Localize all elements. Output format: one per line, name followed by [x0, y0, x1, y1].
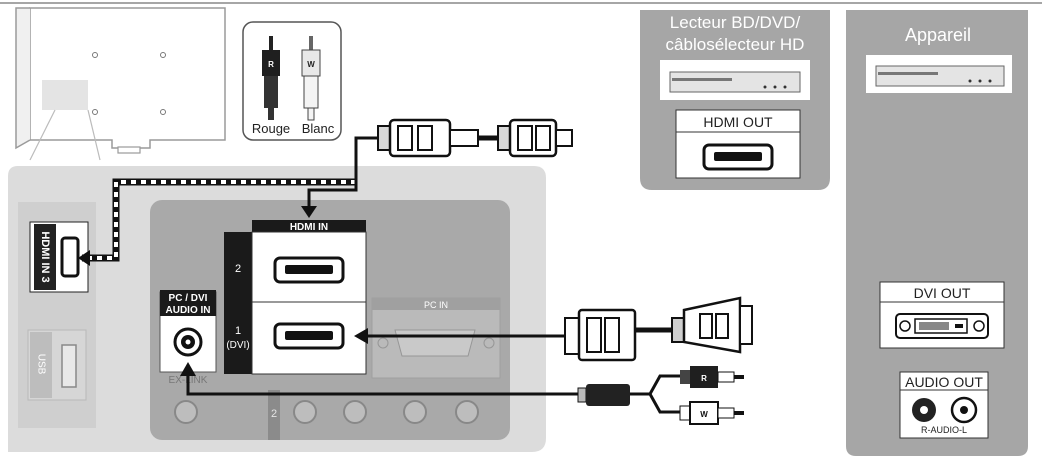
pc-in-port: [371, 297, 501, 379]
tv-back-panel: HDMI IN 3 USB HDMI IN 2 1 (DVI) PC IN: [8, 166, 546, 452]
dvi-out-label: DVI OUT: [914, 285, 971, 301]
bottom-num: 2: [271, 408, 277, 420]
dotted-cable: [78, 178, 356, 266]
audio-white-letter: W: [700, 410, 708, 419]
audio-out-sub: R-AUDIO-L: [921, 425, 967, 435]
red-label: Rouge: [252, 121, 290, 136]
dvd-player-icon: [660, 60, 810, 100]
appareil-title: Appareil: [905, 25, 971, 45]
appareil-player-icon: [866, 55, 1012, 93]
pc-dvi-label: PC / DVI: [169, 293, 208, 304]
port-1-sub: (DVI): [226, 340, 249, 351]
tv-port-area: [42, 80, 88, 110]
audio-red-letter: R: [701, 374, 707, 383]
pc-in-label: PC IN: [424, 300, 448, 310]
bd-title-line1: Lecteur BD/DVD/: [670, 13, 801, 32]
red-letter: R: [268, 60, 274, 69]
dvi-port-icon: [895, 313, 989, 339]
audio-cable: R W: [180, 362, 744, 425]
appareil-device: Appareil DVI OUT AUDIO OUT R-AUDIO: [846, 10, 1028, 456]
bd-dvd-device: Lecteur BD/DVD/ câblosélecteur HD HDMI O…: [640, 10, 830, 190]
hdmi-in-label: HDMI IN: [290, 222, 328, 233]
hdmi3-label: HDMI IN 3: [39, 231, 51, 282]
audio-out-label: AUDIO OUT: [905, 374, 983, 390]
tv-illustration: [15, 7, 226, 161]
white-letter: W: [307, 60, 315, 69]
port-2-label: 2: [235, 263, 241, 275]
hdmi-in-3-port: [29, 221, 89, 293]
bottom-jacks: [174, 400, 479, 424]
usb-port: [27, 329, 87, 401]
hdmi-cable: [301, 118, 573, 218]
hdmi-out-label: HDMI OUT: [703, 114, 773, 130]
audio-in-label: AUDIO IN: [166, 305, 211, 316]
port-1-label: 1: [235, 325, 241, 337]
red-plug-icon: [262, 36, 280, 120]
cable-legend-box: R W Rouge Blanc: [242, 21, 342, 141]
white-plug-icon: [301, 36, 321, 121]
hdmi-dvi-cable: [354, 296, 753, 362]
usb-label: USB: [35, 354, 46, 375]
white-label: Blanc: [302, 121, 335, 136]
bd-title-line2: câblosélecteur HD: [666, 35, 805, 54]
